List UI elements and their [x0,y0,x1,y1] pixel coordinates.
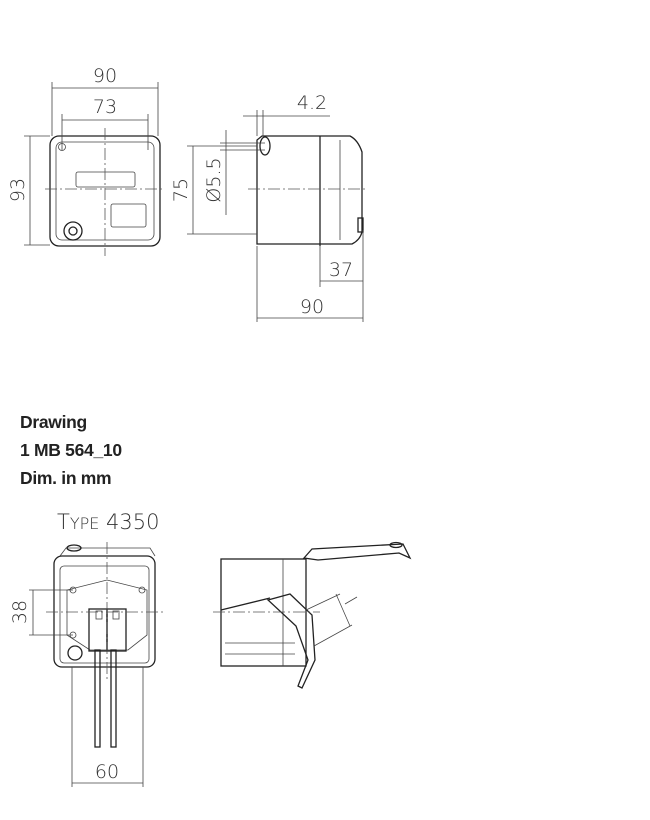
dim-width-60: 60 [95,761,119,783]
cable [94,649,101,748]
bottom-front-view: 38 60 [9,542,166,787]
drawing-caption: Drawing 1 MB 564_10 Dim. in mm [20,408,122,492]
dim-width-73: 73 [93,96,117,118]
units-note: Dim. in mm [20,468,112,488]
dim-hole-spacing-75: 75 [170,178,192,202]
caption-title: Drawing [20,412,87,432]
type-label: TYPE 4350 [57,510,160,534]
drawing-number: 1 MB 564_10 [20,440,122,460]
dim-pin-4-2: 4.2 [297,92,327,114]
top-side-view: 4.2 Ø5.5 75 37 90 [170,92,368,322]
dim-spacing-38: 38 [9,600,31,624]
dim-depth-37: 37 [329,259,353,281]
dim-hole-diameter: Ø5.5 [203,157,225,202]
bottom-side-view [213,541,412,689]
type-label-rest: YPE [69,514,100,533]
dim-height-93: 93 [7,178,29,202]
top-front-view: 90 73 93 [7,65,165,256]
type-label-first-letter: T [57,510,70,534]
lock-knob [63,221,83,241]
dim-width-90: 90 [93,65,117,87]
dim-depth-90: 90 [300,296,324,318]
cable [110,649,117,748]
type-number: 4350 [106,510,160,534]
